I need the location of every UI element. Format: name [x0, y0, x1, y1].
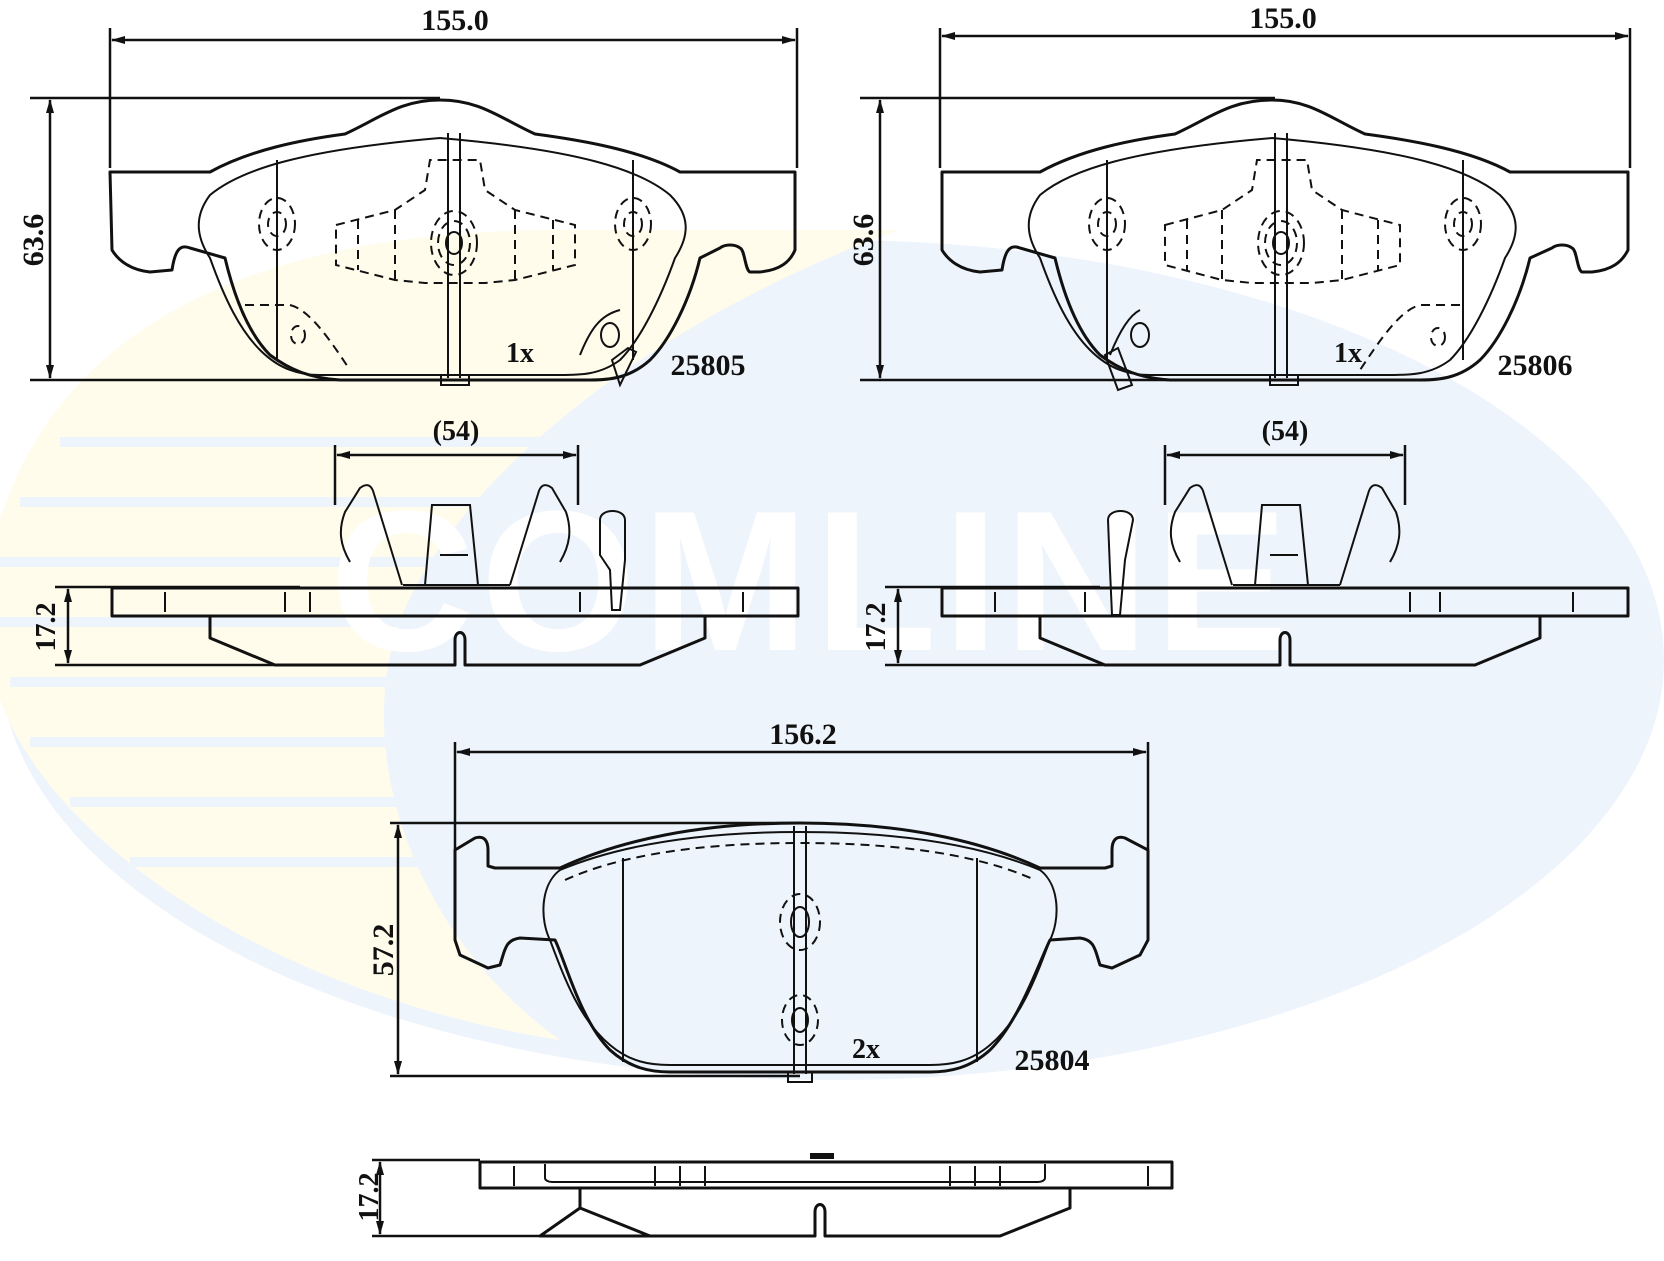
pad-25806-width-label: 155.0: [1249, 2, 1317, 35]
pad-25804-thickness: 17.2: [354, 1173, 385, 1222]
watermark-swoosh: [0, 230, 900, 1040]
pad-25805-quantity: 1x: [506, 338, 534, 369]
pad-25805-clip-span: (54): [433, 416, 480, 447]
pad-25806-height-label: 63.6: [847, 214, 880, 267]
pad-25805-width-label: 155.0: [421, 4, 489, 37]
pad-25805-part-number: 25805: [671, 349, 746, 382]
pad-25805-front-view: 155.0 63.6 1x 2580: [17, 4, 799, 388]
pad-25806-side-view: (54) 17.2: [861, 416, 1630, 667]
pad-25804-front-view: 156.2 57.2 2x 25804: [367, 718, 1150, 1083]
watermark-text: COMLINE: [330, 470, 1294, 693]
pad-25806-part-number: 25806: [1498, 349, 1573, 382]
pad-25806-thickness: 17.2: [861, 603, 892, 652]
pad-25805-side-view: (54) 17.2: [31, 416, 800, 667]
pad-25806-quantity: 1x: [1334, 338, 1362, 369]
pad-25806-front-view: 155.0 63.6 1x 25806: [847, 2, 1632, 392]
pad-25804-quantity: 2x: [852, 1034, 880, 1065]
pad-25804-width-label: 156.2: [769, 718, 837, 751]
pad-25804-part-number: 25804: [1015, 1044, 1090, 1077]
pad-25804-side-view: 17.2: [354, 1153, 1174, 1238]
pad-25805-thickness: 17.2: [31, 603, 62, 652]
pad-25804-height-label: 57.2: [367, 924, 400, 977]
watermark-logo: COMLINE: [0, 230, 1664, 1080]
pad-25805-height-label: 63.6: [17, 214, 50, 267]
pad-25806-clip-span: (54): [1262, 416, 1309, 447]
